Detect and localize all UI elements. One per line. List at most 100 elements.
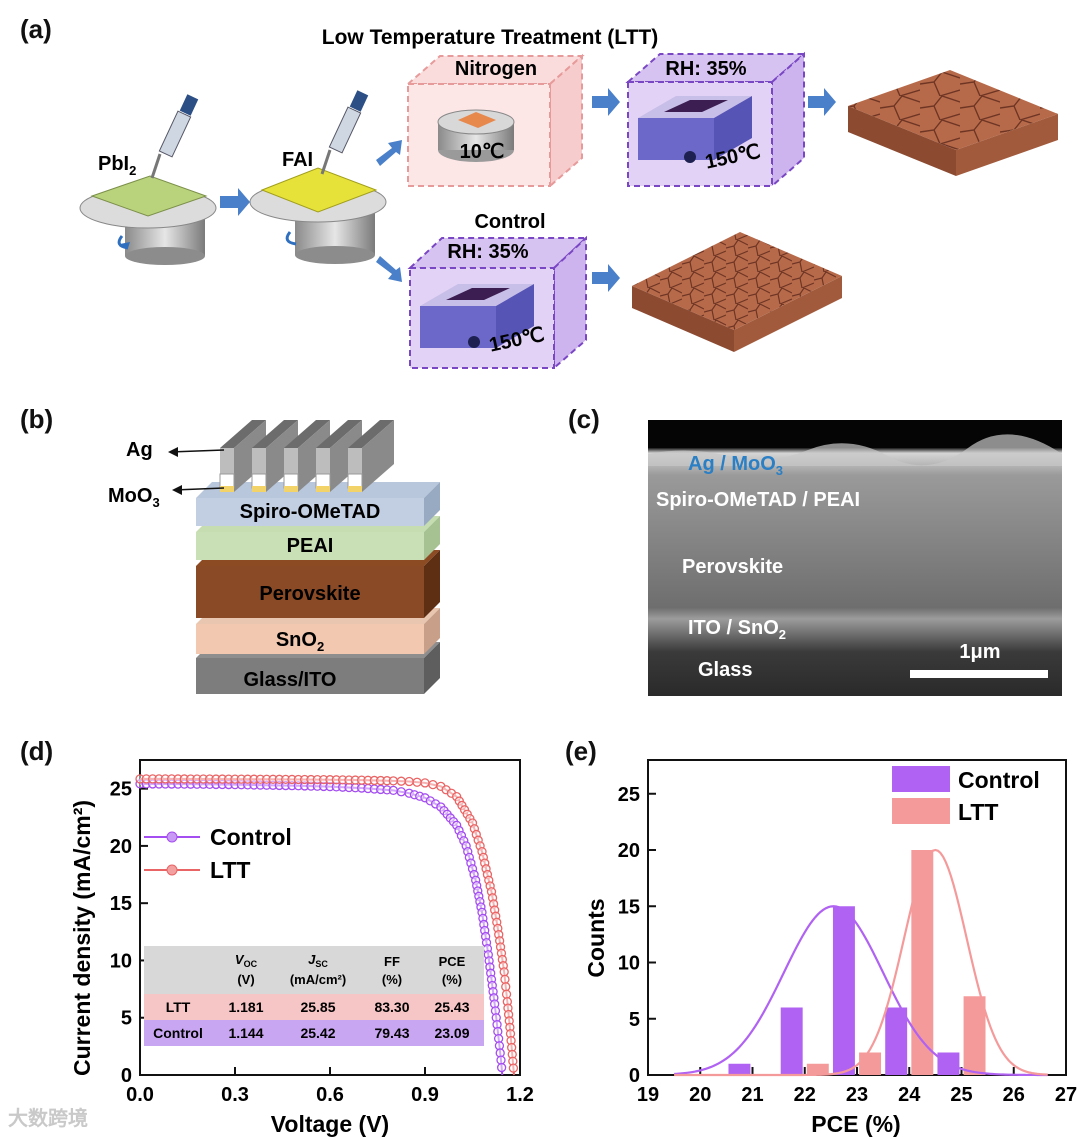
bar-control: [780, 1007, 803, 1075]
data-point-control: [396, 787, 406, 797]
fit-curve-ltt: [674, 848, 1048, 1077]
y-tick-label: 10: [618, 953, 640, 975]
data-point-ltt: [499, 967, 509, 977]
data-point-ltt: [396, 776, 406, 786]
legend-swatch-ltt: [892, 798, 950, 824]
bar-control: [885, 1007, 908, 1075]
table-header-pce-unit: (%): [442, 972, 462, 987]
y-tick-label: 20: [618, 840, 640, 862]
arrow-icon: [376, 256, 402, 282]
table-cell: 25.85: [300, 999, 335, 1015]
hist-xlabel: PCE (%): [811, 1111, 900, 1137]
data-point-ltt: [500, 974, 510, 985]
fit-curve-control: [674, 905, 1048, 1077]
jv-xlabel: Voltage (V): [271, 1111, 389, 1137]
scale-bar: [910, 670, 1048, 678]
bar-ltt: [859, 1052, 882, 1075]
spin-coater-1: [79, 94, 217, 265]
x-tick-label: 0.0: [126, 1084, 154, 1106]
x-tick-label: 27: [1055, 1084, 1077, 1106]
panel-label-b: (b): [20, 404, 54, 434]
moo3-label: MoO3: [108, 485, 160, 510]
arrow-icon: [592, 264, 620, 292]
nitrogen-label: Nitrogen: [455, 58, 537, 80]
panel-label-e: (e): [565, 736, 597, 766]
data-point-ltt: [501, 989, 512, 999]
y-tick-label: 25: [618, 784, 640, 806]
data-point-ltt: [420, 778, 430, 788]
arrow-icon: [592, 88, 620, 116]
layer-label-spiro: Spiro-OMeTAD: [240, 501, 381, 523]
rh-label-top: RH: 35%: [665, 58, 746, 80]
y-tick-label: 5: [121, 1008, 132, 1030]
x-tick-label: 21: [741, 1084, 763, 1106]
nitrogen-temp: 10℃: [460, 141, 505, 163]
panel-c-sem-image: Ag / MoO3 Spiro-OMeTAD / PEAI Perovskite…: [648, 420, 1062, 696]
data-point-ltt: [404, 776, 414, 787]
scale-bar-label: 1μm: [959, 641, 1000, 663]
sem-label-perovskite: Perovskite: [682, 556, 783, 578]
data-point-ltt: [508, 1063, 519, 1073]
fai-label: FAI: [282, 149, 313, 171]
perovskite-film-control: [632, 232, 842, 352]
perovskite-film-ltt: [848, 70, 1058, 176]
ag-electrode-fingers: [219, 420, 394, 492]
y-tick-label: 0: [629, 1065, 640, 1087]
data-point-control: [496, 1062, 507, 1073]
x-tick-label: 0.9: [411, 1084, 439, 1106]
panel-a-schematic: Low Temperature Treatment (LTT) PbI2 FAI: [79, 26, 1058, 371]
y-tick-label: 15: [618, 896, 640, 918]
sem-label-ag-moo3: Ag / MoO3: [688, 453, 783, 478]
table-header-pce: PCE: [439, 954, 466, 969]
x-tick-label: 19: [637, 1084, 659, 1106]
nitrogen-chamber: [405, 53, 585, 189]
bar-ltt: [963, 996, 986, 1075]
layer-label-glass-ito: Glass/ITO: [243, 669, 336, 691]
x-tick-label: 0.6: [316, 1084, 344, 1106]
legend-label-ltt: LTT: [210, 857, 250, 883]
x-tick-label: 1.2: [506, 1084, 534, 1106]
table-row-label: Control: [153, 1025, 203, 1041]
table-cell: 23.09: [434, 1025, 469, 1041]
panel-label-c: (c): [568, 404, 600, 434]
bar-control: [728, 1063, 751, 1075]
x-tick-label: 0.3: [221, 1084, 249, 1106]
y-tick-label: 20: [110, 836, 132, 858]
table-cell: 25.43: [434, 999, 469, 1015]
bar-ltt: [911, 850, 934, 1075]
bar-ltt: [806, 1063, 829, 1075]
legend-label-control: Control: [210, 824, 292, 850]
rh-label-bottom: RH: 35%: [447, 241, 528, 263]
sem-label-spiro-peai: Spiro-OMeTAD / PEAI: [656, 489, 860, 511]
sem-label-glass: Glass: [698, 659, 752, 681]
table-cell: 79.43: [374, 1025, 409, 1041]
arrow-icon: [808, 88, 836, 116]
layer-label-perovskite: Perovskite: [259, 583, 360, 605]
y-tick-label: 25: [110, 779, 132, 801]
ltt-title: Low Temperature Treatment (LTT): [322, 26, 658, 49]
arrow-icon: [376, 140, 402, 166]
table-header-ff: FF: [384, 954, 400, 969]
pipette-icon: [320, 90, 369, 175]
layer-label-sno2: SnO2: [276, 629, 324, 654]
svg-text:JSC: JSC: [308, 952, 328, 969]
spin-coater-2: [249, 90, 387, 264]
data-point-ltt: [428, 779, 438, 790]
table-header-jsc-unit: (mA/cm²): [290, 972, 346, 987]
watermark: 大数跨境: [8, 1108, 88, 1130]
hist-ylabel: Counts: [583, 898, 609, 977]
legend-swatch-control: [892, 766, 950, 792]
table-cell: 83.30: [374, 999, 409, 1015]
panel-label-a: (a): [20, 14, 52, 44]
layer-label-peai: PEAI: [287, 535, 334, 557]
legend-marker-control: [166, 831, 178, 843]
pbi2-label: PbI2: [98, 153, 136, 178]
jv-ylabel: Current density (mA/cm²): [69, 800, 95, 1076]
data-point-ltt: [501, 982, 511, 992]
y-tick-label: 5: [629, 1009, 640, 1031]
arrow-icon: [220, 188, 250, 216]
x-tick-label: 20: [689, 1084, 711, 1106]
x-tick-label: 25: [950, 1084, 972, 1106]
legend-label-control: Control: [958, 767, 1040, 793]
